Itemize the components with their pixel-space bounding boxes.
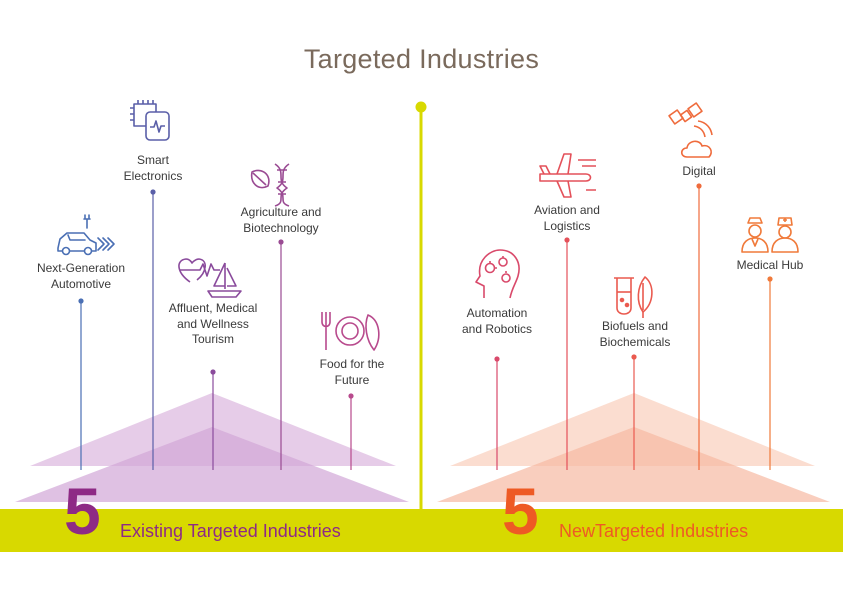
pin-aviation-logistics bbox=[564, 237, 570, 470]
heartbeat-sailboat-icon bbox=[178, 258, 242, 298]
existing-triangle-front bbox=[15, 427, 409, 502]
page-title: Targeted Industries bbox=[303, 44, 540, 74]
label-affluent-tourism: Affluent, Medical and Wellness Tourism bbox=[168, 301, 258, 346]
existing-count: 5 bbox=[64, 474, 101, 548]
pin-agriculture-biotechnology bbox=[278, 239, 284, 470]
test-tube-leaf-icon bbox=[614, 276, 653, 318]
pin-next-generation-automotive bbox=[78, 298, 84, 470]
label-smart-electronics: Smart Electronics bbox=[123, 153, 183, 183]
pin-medical-hub bbox=[767, 276, 773, 470]
label-food-future: Food for the Future bbox=[319, 357, 385, 387]
head-gears-icon bbox=[475, 249, 520, 299]
leaf-dna-icon bbox=[250, 163, 290, 207]
fork-plate-leaf-icon bbox=[321, 312, 380, 351]
center-divider-dot bbox=[415, 101, 427, 113]
pin-automation-robotics bbox=[494, 356, 500, 470]
label-medical-hub: Medical Hub bbox=[736, 258, 804, 272]
airplane-icon bbox=[539, 153, 596, 198]
new-label: NewTargeted Industries bbox=[559, 521, 749, 541]
existing-label: Existing Targeted Industries bbox=[120, 521, 341, 541]
label-next-generation-automotive: Next-Generation Automotive bbox=[36, 261, 126, 291]
label-agriculture-biotechnology: Agriculture and Biotechnology bbox=[240, 205, 322, 235]
satellite-cloud-icon bbox=[668, 102, 713, 158]
label-biofuels-biochemicals: Biofuels and Biochemicals bbox=[599, 319, 671, 349]
new-count: 5 bbox=[502, 474, 539, 548]
pin-biofuels-biochemicals bbox=[631, 354, 637, 470]
pin-smart-electronics bbox=[150, 189, 156, 470]
label-automation-robotics: Automation and Robotics bbox=[461, 306, 533, 336]
doctor-nurse-icon bbox=[741, 217, 799, 253]
electric-car-icon bbox=[57, 214, 115, 256]
label-aviation-logistics: Aviation and Logistics bbox=[534, 203, 600, 233]
chip-smartwatch-icon bbox=[130, 100, 170, 141]
label-digital: Digital bbox=[682, 164, 716, 178]
pin-digital bbox=[696, 183, 702, 470]
pin-food-future bbox=[348, 393, 354, 470]
bottom-bar bbox=[0, 509, 843, 552]
pin-affluent-tourism bbox=[210, 369, 216, 470]
